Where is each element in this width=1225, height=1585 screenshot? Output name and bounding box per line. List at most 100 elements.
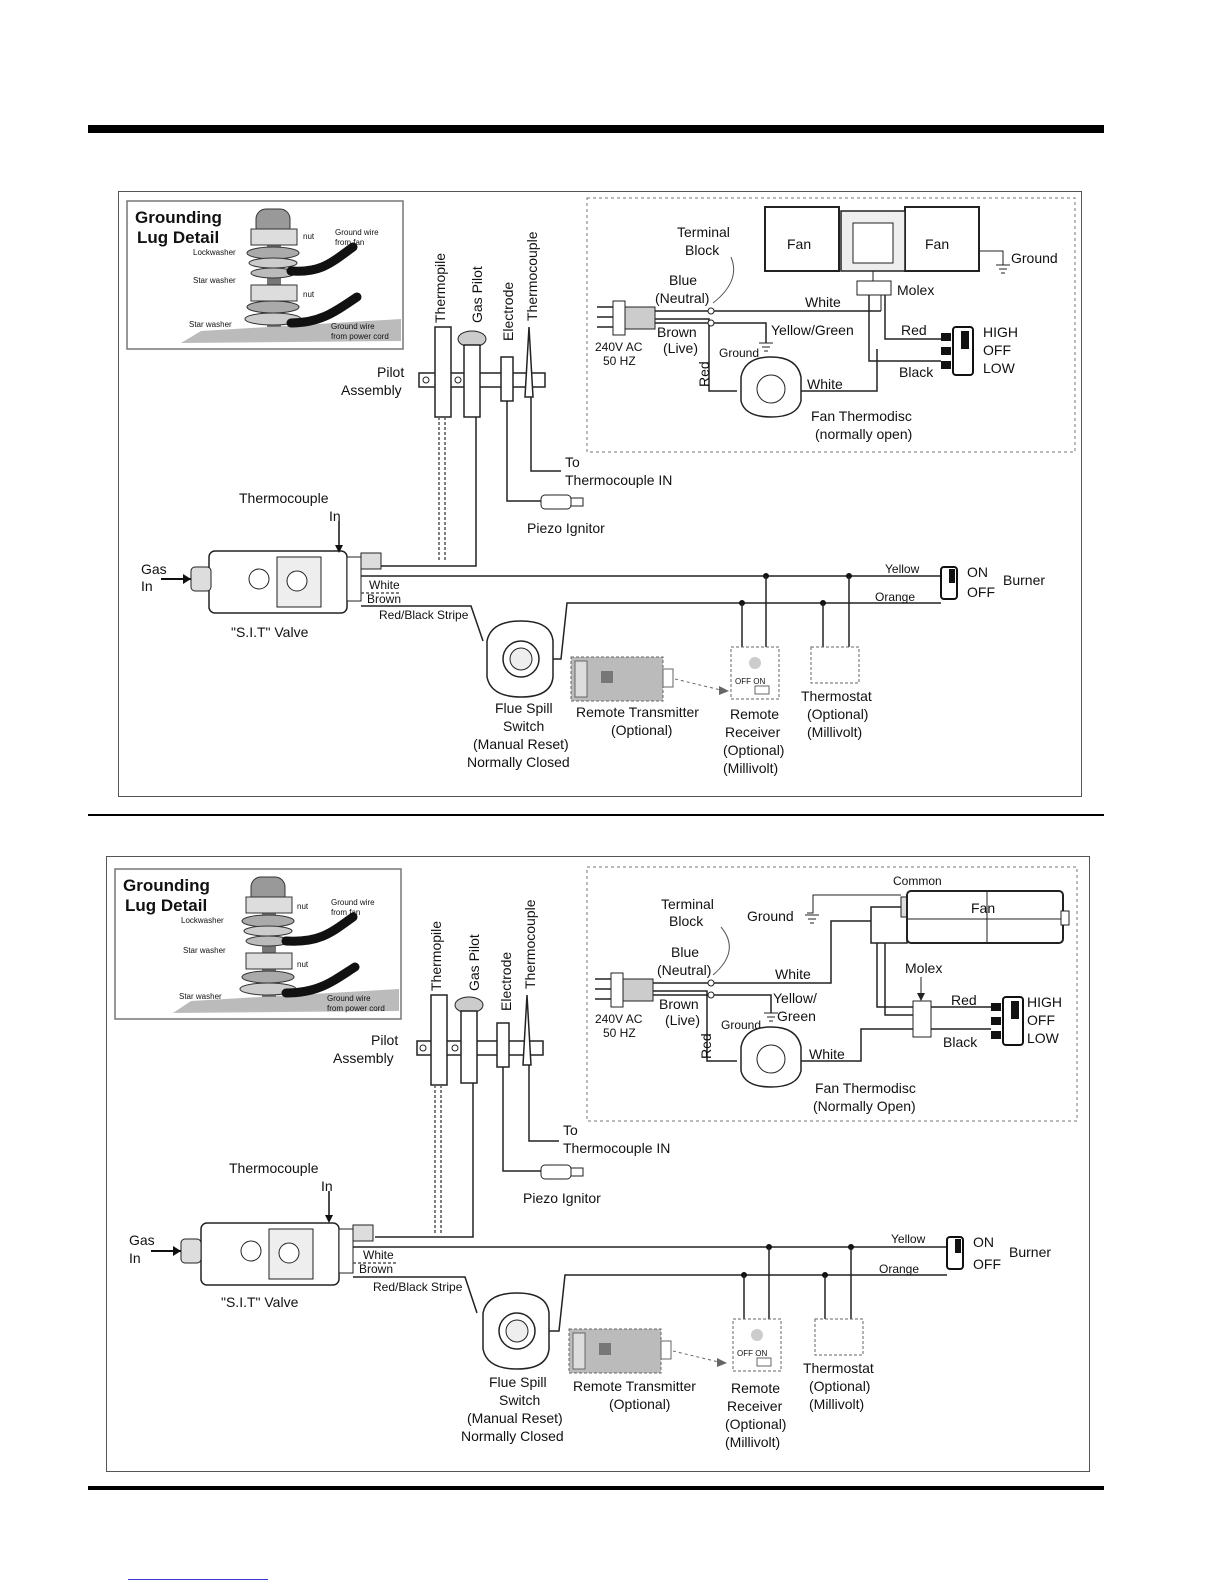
fan-b-label: Fan: [925, 236, 949, 252]
low-label: LOW: [983, 360, 1016, 376]
voltage-label-2: 50 HZ: [603, 1026, 636, 1040]
valve-brown-label: Brown: [359, 1262, 393, 1276]
receiver-switch-label: OFF ON: [735, 677, 765, 686]
burner-on-label: ON: [973, 1234, 994, 1250]
white-label-1: White: [805, 294, 841, 310]
thermodisc-label-1: Fan Thermodisc: [811, 408, 912, 424]
burner-orange-label: Orange: [875, 590, 915, 604]
remote-receiver-2: OFF ON Remote Receiver (Optional) (Milli…: [725, 1318, 786, 1450]
to-label: To: [565, 454, 580, 470]
flue-spill-switch: Flue Spill Switch (Manual Reset) Normall…: [467, 620, 570, 770]
thermocouple-in-label-1: Thermocouple: [239, 490, 329, 506]
flue-spill-switch-2: Flue Spill Switch (Manual Reset) Normall…: [461, 1292, 564, 1444]
flue-label-4: Normally Closed: [461, 1428, 564, 1444]
off-label: OFF: [1027, 1012, 1055, 1028]
grounding-lug-detail-2: Grounding Lug Detail nut Lockwasher Star…: [114, 868, 402, 1020]
burner-yellow-label: Yellow: [891, 1232, 926, 1246]
voltage-label-1: 240V AC: [595, 1012, 643, 1026]
lug-title-1: Grounding: [135, 208, 222, 227]
thermocouple-label: Thermocouple: [522, 899, 538, 989]
footer-link-underline[interactable]: [128, 1578, 268, 1580]
thermostat-label-3: (Millivolt): [807, 724, 862, 740]
white-label-2: White: [807, 376, 843, 392]
grounding-lug-detail: Grounding Lug Detail nut Lockwasher Star…: [126, 200, 404, 350]
lug-ground-fan-1: Ground wire: [331, 898, 375, 907]
red-black-stripe-label: Red/Black Stripe: [379, 608, 469, 622]
voltage-label-2: 50 HZ: [603, 354, 636, 368]
ground-right-label: Ground: [1011, 250, 1058, 266]
receiver-label-4: (Millivolt): [723, 760, 778, 776]
gas-in-label-1: Gas: [129, 1232, 155, 1248]
thermocouple-in-label-2: In: [321, 1178, 333, 1194]
yellow-green-label: Yellow/Green: [771, 322, 854, 338]
yellow-green-label-1: Yellow/: [773, 990, 817, 1006]
flue-label-4: Normally Closed: [467, 754, 570, 770]
red-black-stripe-label: Red/Black Stripe: [373, 1280, 463, 1294]
control-wiring: Yellow Orange ON OFF Burner: [361, 562, 1045, 660]
wiring-diagram-2-svg: Grounding Lug Detail nut Lockwasher Star…: [114, 866, 1078, 1450]
burner-off-label: OFF: [967, 584, 995, 600]
transmitter-label-2: (Optional): [609, 1396, 670, 1412]
high-label: HIGH: [983, 324, 1018, 340]
sit-valve-2: Thermocouple In Gas In White Brown Red/B…: [129, 1160, 463, 1310]
lug-nut-2: nut: [303, 290, 315, 299]
red-vertical-label: Red: [698, 1033, 714, 1059]
red-label: Red: [901, 322, 927, 338]
lug-star-washer-2: Star washer: [189, 320, 232, 329]
remote-transmitter-2: Remote Transmitter (Optional): [568, 1328, 727, 1412]
voltage-label-1: 240V AC: [595, 340, 643, 354]
receiver-switch-label: OFF ON: [737, 1349, 767, 1358]
piezo-ignitor-label: Piezo Ignitor: [523, 1190, 601, 1206]
lug-lockwasher: Lockwasher: [193, 248, 236, 257]
molex-label: Molex: [897, 282, 934, 298]
lug-ground-cord-1: Ground wire: [327, 994, 371, 1003]
ground-top-label: Ground: [747, 908, 794, 924]
blue-label-2: (Neutral): [655, 290, 709, 306]
wiring-diagram-1-svg: Grounding Lug Detail nut Lockwasher Star…: [126, 197, 1076, 776]
flue-label-1: Flue Spill: [489, 1374, 547, 1390]
gas-in-label-2: In: [129, 1250, 141, 1266]
low-label: LOW: [1027, 1030, 1060, 1046]
flue-label-2: Switch: [499, 1392, 540, 1408]
lug-star-washer-1: Star washer: [193, 276, 236, 285]
burner-off-label: OFF: [973, 1256, 1001, 1272]
red-label: Red: [951, 992, 977, 1008]
sit-valve-label: "S.I.T" Valve: [221, 1294, 299, 1310]
receiver-label-3: (Optional): [725, 1416, 786, 1432]
lug-title-2: Lug Detail: [125, 896, 207, 915]
bottom-rule: [88, 1486, 1104, 1490]
receiver-label-4: (Millivolt): [725, 1434, 780, 1450]
wiring-diagram-2: Grounding Lug Detail nut Lockwasher Star…: [106, 856, 1090, 1472]
valve-white-label: White: [363, 1248, 394, 1262]
blue-label-1: Blue: [669, 272, 697, 288]
thermodisc-label-1: Fan Thermodisc: [815, 1080, 916, 1096]
pilot-assembly-label-1: Pilot: [371, 1032, 398, 1048]
blue-label-2: (Neutral): [657, 962, 711, 978]
gas-pilot-label: Gas Pilot: [466, 934, 482, 991]
lug-ground-fan-2: from fan: [331, 908, 360, 917]
lug-nut-1: nut: [297, 902, 309, 911]
terminal-block-label-2: Block: [669, 913, 704, 929]
thermocouple-in-label-2: In: [329, 508, 341, 524]
black-label: Black: [899, 364, 934, 380]
gas-in-label-2: In: [141, 578, 153, 594]
lug-ground-cord-2: from power cord: [327, 1004, 385, 1013]
thermodisc-label-2: (Normally Open): [813, 1098, 916, 1114]
thermostat-label-3: (Millivolt): [809, 1396, 864, 1412]
pilot-assembly-label-2: Assembly: [333, 1050, 394, 1066]
black-label: Black: [943, 1034, 978, 1050]
flue-label-1: Flue Spill: [495, 700, 553, 716]
lug-title-1: Grounding: [123, 876, 210, 895]
burner-label: Burner: [1003, 572, 1045, 588]
off-label: OFF: [983, 342, 1011, 358]
fan-label: Fan: [971, 900, 995, 916]
brown-label-2: (Live): [665, 1012, 700, 1028]
lug-ground-cord-2: from power cord: [331, 332, 389, 341]
receiver-label-3: (Optional): [723, 742, 784, 758]
middle-rule: [88, 814, 1104, 816]
lug-ground-cord-1: Ground wire: [331, 322, 375, 331]
thermostat-label-1: Thermostat: [801, 688, 872, 704]
fan-circuit: Terminal Block Blue (Neutral) Brown (Liv…: [586, 197, 1076, 453]
to-thermocouple-in-label: Thermocouple IN: [565, 472, 672, 488]
molex-label: Molex: [905, 960, 942, 976]
